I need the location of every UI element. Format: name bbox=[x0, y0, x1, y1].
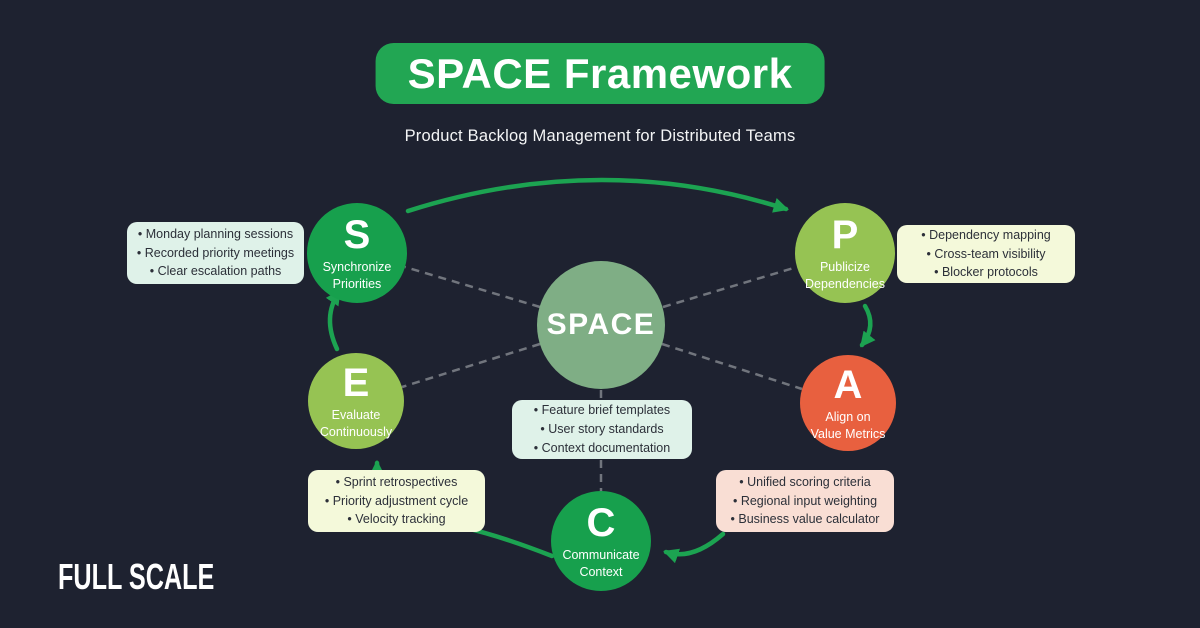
arrow-a-to-c bbox=[663, 531, 726, 564]
center-hub-label: SPACE bbox=[546, 308, 656, 341]
center-hub-circle: SPACE bbox=[537, 261, 665, 389]
arrow-p-to-a bbox=[859, 303, 876, 348]
node-label: Align on Value Metrics bbox=[810, 409, 886, 441]
callout-publicize: • Dependency mapping • Cross-team visibi… bbox=[897, 225, 1075, 283]
node-letter: A bbox=[833, 362, 863, 407]
node-letter: S bbox=[343, 212, 371, 257]
callout-communicate: • Feature brief templates • User story s… bbox=[512, 400, 692, 459]
arrow-s-to-p bbox=[405, 177, 789, 214]
node-letter: C bbox=[586, 500, 616, 545]
callout-align: • Unified scoring criteria • Regional in… bbox=[716, 470, 894, 532]
page-title: SPACE Framework bbox=[375, 43, 825, 104]
dashed-link-center-p bbox=[662, 265, 798, 309]
callout-item: • Business value calculator bbox=[730, 512, 880, 527]
arrow-e-to-s bbox=[325, 289, 342, 352]
callout-item: • Velocity tracking bbox=[347, 512, 446, 527]
callout-item: • Priority adjustment cycle bbox=[324, 493, 469, 508]
node-align-value-metrics: A Align on Value Metrics bbox=[800, 355, 896, 451]
node-label: Evaluate Continuously bbox=[319, 407, 393, 439]
node-label: Communicate Context bbox=[562, 547, 640, 579]
node-label: Synchronize Priorities bbox=[322, 259, 392, 291]
node-label: Publicize Dependencies bbox=[805, 259, 885, 291]
callout-synchronize: • Monday planning sessions • Recorded pr… bbox=[127, 222, 304, 284]
node-communicate-context: C Communicate Context bbox=[551, 491, 651, 591]
full-scale-logo: FULL SCALE bbox=[58, 556, 215, 597]
node-publicize-dependencies: P Publicize Dependencies bbox=[795, 203, 895, 303]
callout-item: • Cross-team visibility bbox=[926, 246, 1046, 261]
callout-item: • Recorded priority meetings bbox=[136, 245, 295, 260]
page-subtitle: Product Backlog Management for Distribut… bbox=[404, 127, 796, 145]
node-letter: E bbox=[342, 360, 370, 405]
callout-item: • Blocker protocols bbox=[934, 265, 1038, 280]
callout-item: • Context documentation bbox=[533, 440, 671, 455]
dashed-link-center-s bbox=[404, 265, 541, 309]
callout-item: • Unified scoring criteria bbox=[739, 474, 871, 489]
node-evaluate-continuously: E Evaluate Continuously bbox=[308, 353, 404, 449]
callout-item: • Feature brief templates bbox=[533, 403, 671, 418]
callout-item: • User story standards bbox=[540, 422, 664, 437]
callout-evaluate: • Sprint retrospectives • Priority adjus… bbox=[308, 470, 485, 532]
dashed-link-center-e bbox=[401, 342, 541, 389]
dashed-link-center-a bbox=[661, 342, 803, 391]
callout-item: • Monday planning sessions bbox=[137, 226, 294, 241]
node-synchronize-priorities: S Synchronize Priorities bbox=[307, 203, 407, 303]
callout-item: • Sprint retrospectives bbox=[335, 474, 458, 489]
node-letter: P bbox=[831, 212, 859, 257]
callout-item: • Clear escalation paths bbox=[149, 264, 282, 279]
callout-item: • Regional input weighting bbox=[732, 493, 878, 508]
callout-item: • Dependency mapping bbox=[921, 227, 1051, 242]
